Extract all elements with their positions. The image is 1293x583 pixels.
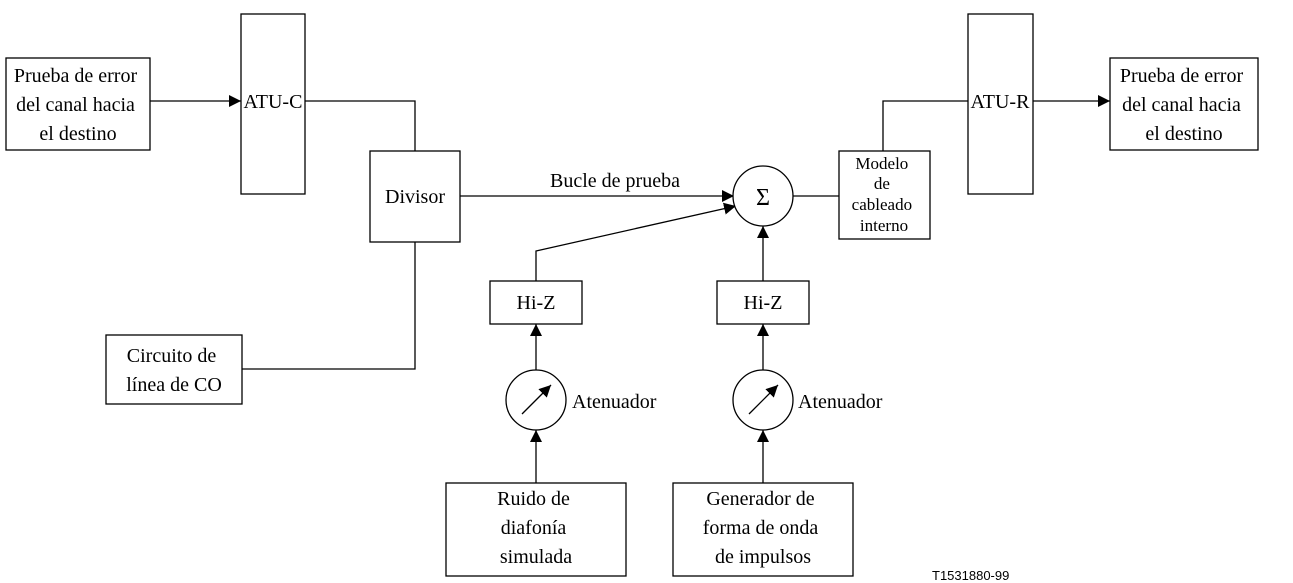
hiz-left-label: Hi-Z bbox=[517, 292, 556, 314]
wiring-model-line-2: de bbox=[874, 174, 890, 193]
edge-divisor-to-co-circuit bbox=[242, 242, 416, 370]
error-test-left-line-1: Prueba de error bbox=[14, 65, 138, 87]
svg-text:Prueba de error del cana: Prueba de error del canal hacia el desti… bbox=[1120, 65, 1248, 145]
hiz-right-label: Hi-Z bbox=[744, 292, 783, 314]
attenuator-left: Atenuador bbox=[505, 369, 657, 431]
crosstalk-noise-line-3: simulada bbox=[500, 546, 572, 568]
edge-wiring-model-to-atu-r bbox=[882, 100, 968, 151]
crosstalk-noise-line-1: Ruido de bbox=[497, 488, 570, 510]
svg-text:Generador de forma de on: Generador de forma de onda de impulsos bbox=[703, 488, 824, 568]
atu-r-block: ATU-R bbox=[967, 13, 1034, 195]
crosstalk-noise-line-2: diafonía bbox=[501, 517, 567, 539]
svg-text:Prueba de error del cana: Prueba de error del canal hacia el desti… bbox=[14, 65, 142, 145]
attenuator-right-label: Atenuador bbox=[798, 391, 883, 413]
attenuator-right-dial-icon bbox=[748, 384, 779, 415]
atu-r-label: ATU-R bbox=[971, 91, 1031, 113]
atu-c-label: ATU-C bbox=[244, 91, 303, 113]
co-circuit-block: Circuito de línea de CO bbox=[105, 334, 243, 405]
error-test-right-block: Prueba de error del canal hacia el desti… bbox=[1109, 57, 1259, 151]
error-test-right-line-3: el destino bbox=[1145, 123, 1222, 145]
co-circuit-line-2: línea de CO bbox=[126, 374, 222, 396]
attenuator-left-dial-icon bbox=[521, 384, 552, 415]
wiring-model-line-3: cableado bbox=[852, 195, 912, 214]
error-test-left-line-2: del canal hacia bbox=[16, 94, 135, 116]
crosstalk-noise-block: Ruido de diafonía simulada bbox=[445, 482, 627, 577]
svg-text:Modelo de cableado: Modelo de cableado interno bbox=[852, 154, 917, 235]
impulse-generator-line-1: Generador de bbox=[706, 488, 814, 510]
svg-text:Ruido de diafonía: Ruido de diafonía simulada bbox=[497, 488, 575, 568]
co-circuit-line-1: Circuito de bbox=[127, 345, 217, 367]
error-test-right-line-2: del canal hacia bbox=[1122, 94, 1241, 116]
impulse-generator-line-3: de impulsos bbox=[715, 546, 811, 568]
attenuator-left-label: Atenuador bbox=[572, 391, 657, 413]
hiz-left-block: Hi-Z bbox=[489, 280, 583, 325]
error-test-left-line-3: el destino bbox=[39, 123, 116, 145]
impulse-generator-line-2: forma de onda bbox=[703, 517, 819, 539]
attenuator-right: Atenuador bbox=[732, 369, 883, 431]
sum-symbol: Σ bbox=[756, 185, 770, 211]
svg-text:Circuito de línea de CO: Circuito de línea de CO bbox=[126, 345, 222, 396]
divisor-label: Divisor bbox=[385, 186, 445, 208]
wiring-model-block: Modelo de cableado interno bbox=[838, 150, 931, 240]
connections bbox=[150, 95, 1110, 483]
wiring-model-line-4: interno bbox=[860, 216, 908, 235]
edge-left-hiz-to-sum bbox=[535, 202, 737, 281]
atu-c-block: ATU-C bbox=[240, 13, 306, 195]
test-loop-label: Bucle de prueba bbox=[550, 170, 680, 192]
wiring-model-line-1: Modelo bbox=[855, 154, 908, 173]
error-test-left-block: Prueba de error del canal hacia el desti… bbox=[5, 57, 151, 151]
impulse-generator-block: Generador de forma de onda de impulsos bbox=[672, 482, 854, 577]
divisor-block: Divisor bbox=[369, 150, 461, 243]
summing-junction: Σ bbox=[732, 165, 794, 227]
figure-id: T1531880-99 bbox=[932, 568, 1009, 583]
edge-atu-c-to-divisor bbox=[305, 100, 416, 151]
hiz-right-block: Hi-Z bbox=[716, 280, 810, 325]
error-test-right-line-1: Prueba de error bbox=[1120, 65, 1244, 87]
